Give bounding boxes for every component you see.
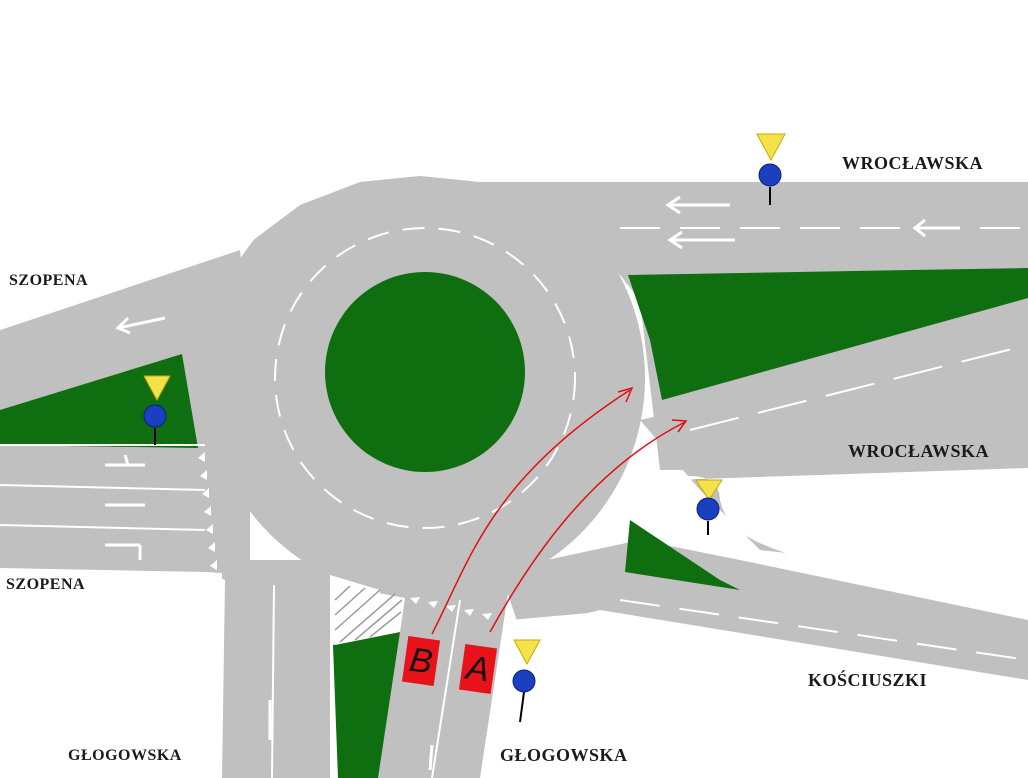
label-koscuszki: KOŚCIUSZKI <box>808 670 928 690</box>
island-southeast <box>625 520 740 590</box>
sign-west <box>143 375 171 445</box>
central-island <box>325 272 525 472</box>
yield-sign <box>695 479 723 501</box>
island-south <box>333 632 400 778</box>
roundabout-sign <box>758 163 782 187</box>
roundabout-sign <box>512 669 536 693</box>
yield-sign <box>513 639 541 666</box>
roundabout-sign <box>696 497 720 521</box>
label-glogowska-left: GŁOGOWSKA <box>68 747 182 764</box>
label-szopena-bottom: SZOPENA <box>6 576 86 593</box>
sign-south <box>512 639 541 723</box>
sign-north <box>756 133 786 205</box>
island-ne <box>628 268 1028 400</box>
hatched-area <box>334 585 405 645</box>
vehicle-b: B <box>401 635 441 687</box>
label-glogowska-right: GŁOGOWSKA <box>500 745 628 765</box>
give-way-markings <box>198 452 665 620</box>
vehicle-paths <box>431 386 688 635</box>
yield-sign <box>143 375 171 402</box>
roundabout-sign <box>143 404 167 428</box>
vehicle-a: A <box>458 643 498 695</box>
lane-arrows <box>105 195 960 771</box>
label-wroclawska-mid: WROCŁAWSKA <box>848 441 990 461</box>
sign-east <box>695 479 723 535</box>
path-vehicle-a <box>489 421 686 633</box>
yield-sign <box>756 133 786 162</box>
path-vehicle-b <box>431 389 631 635</box>
label-szopena-top: SZOPENA <box>9 272 89 289</box>
label-wroclawska-top: WROCŁAWSKA <box>842 153 984 173</box>
